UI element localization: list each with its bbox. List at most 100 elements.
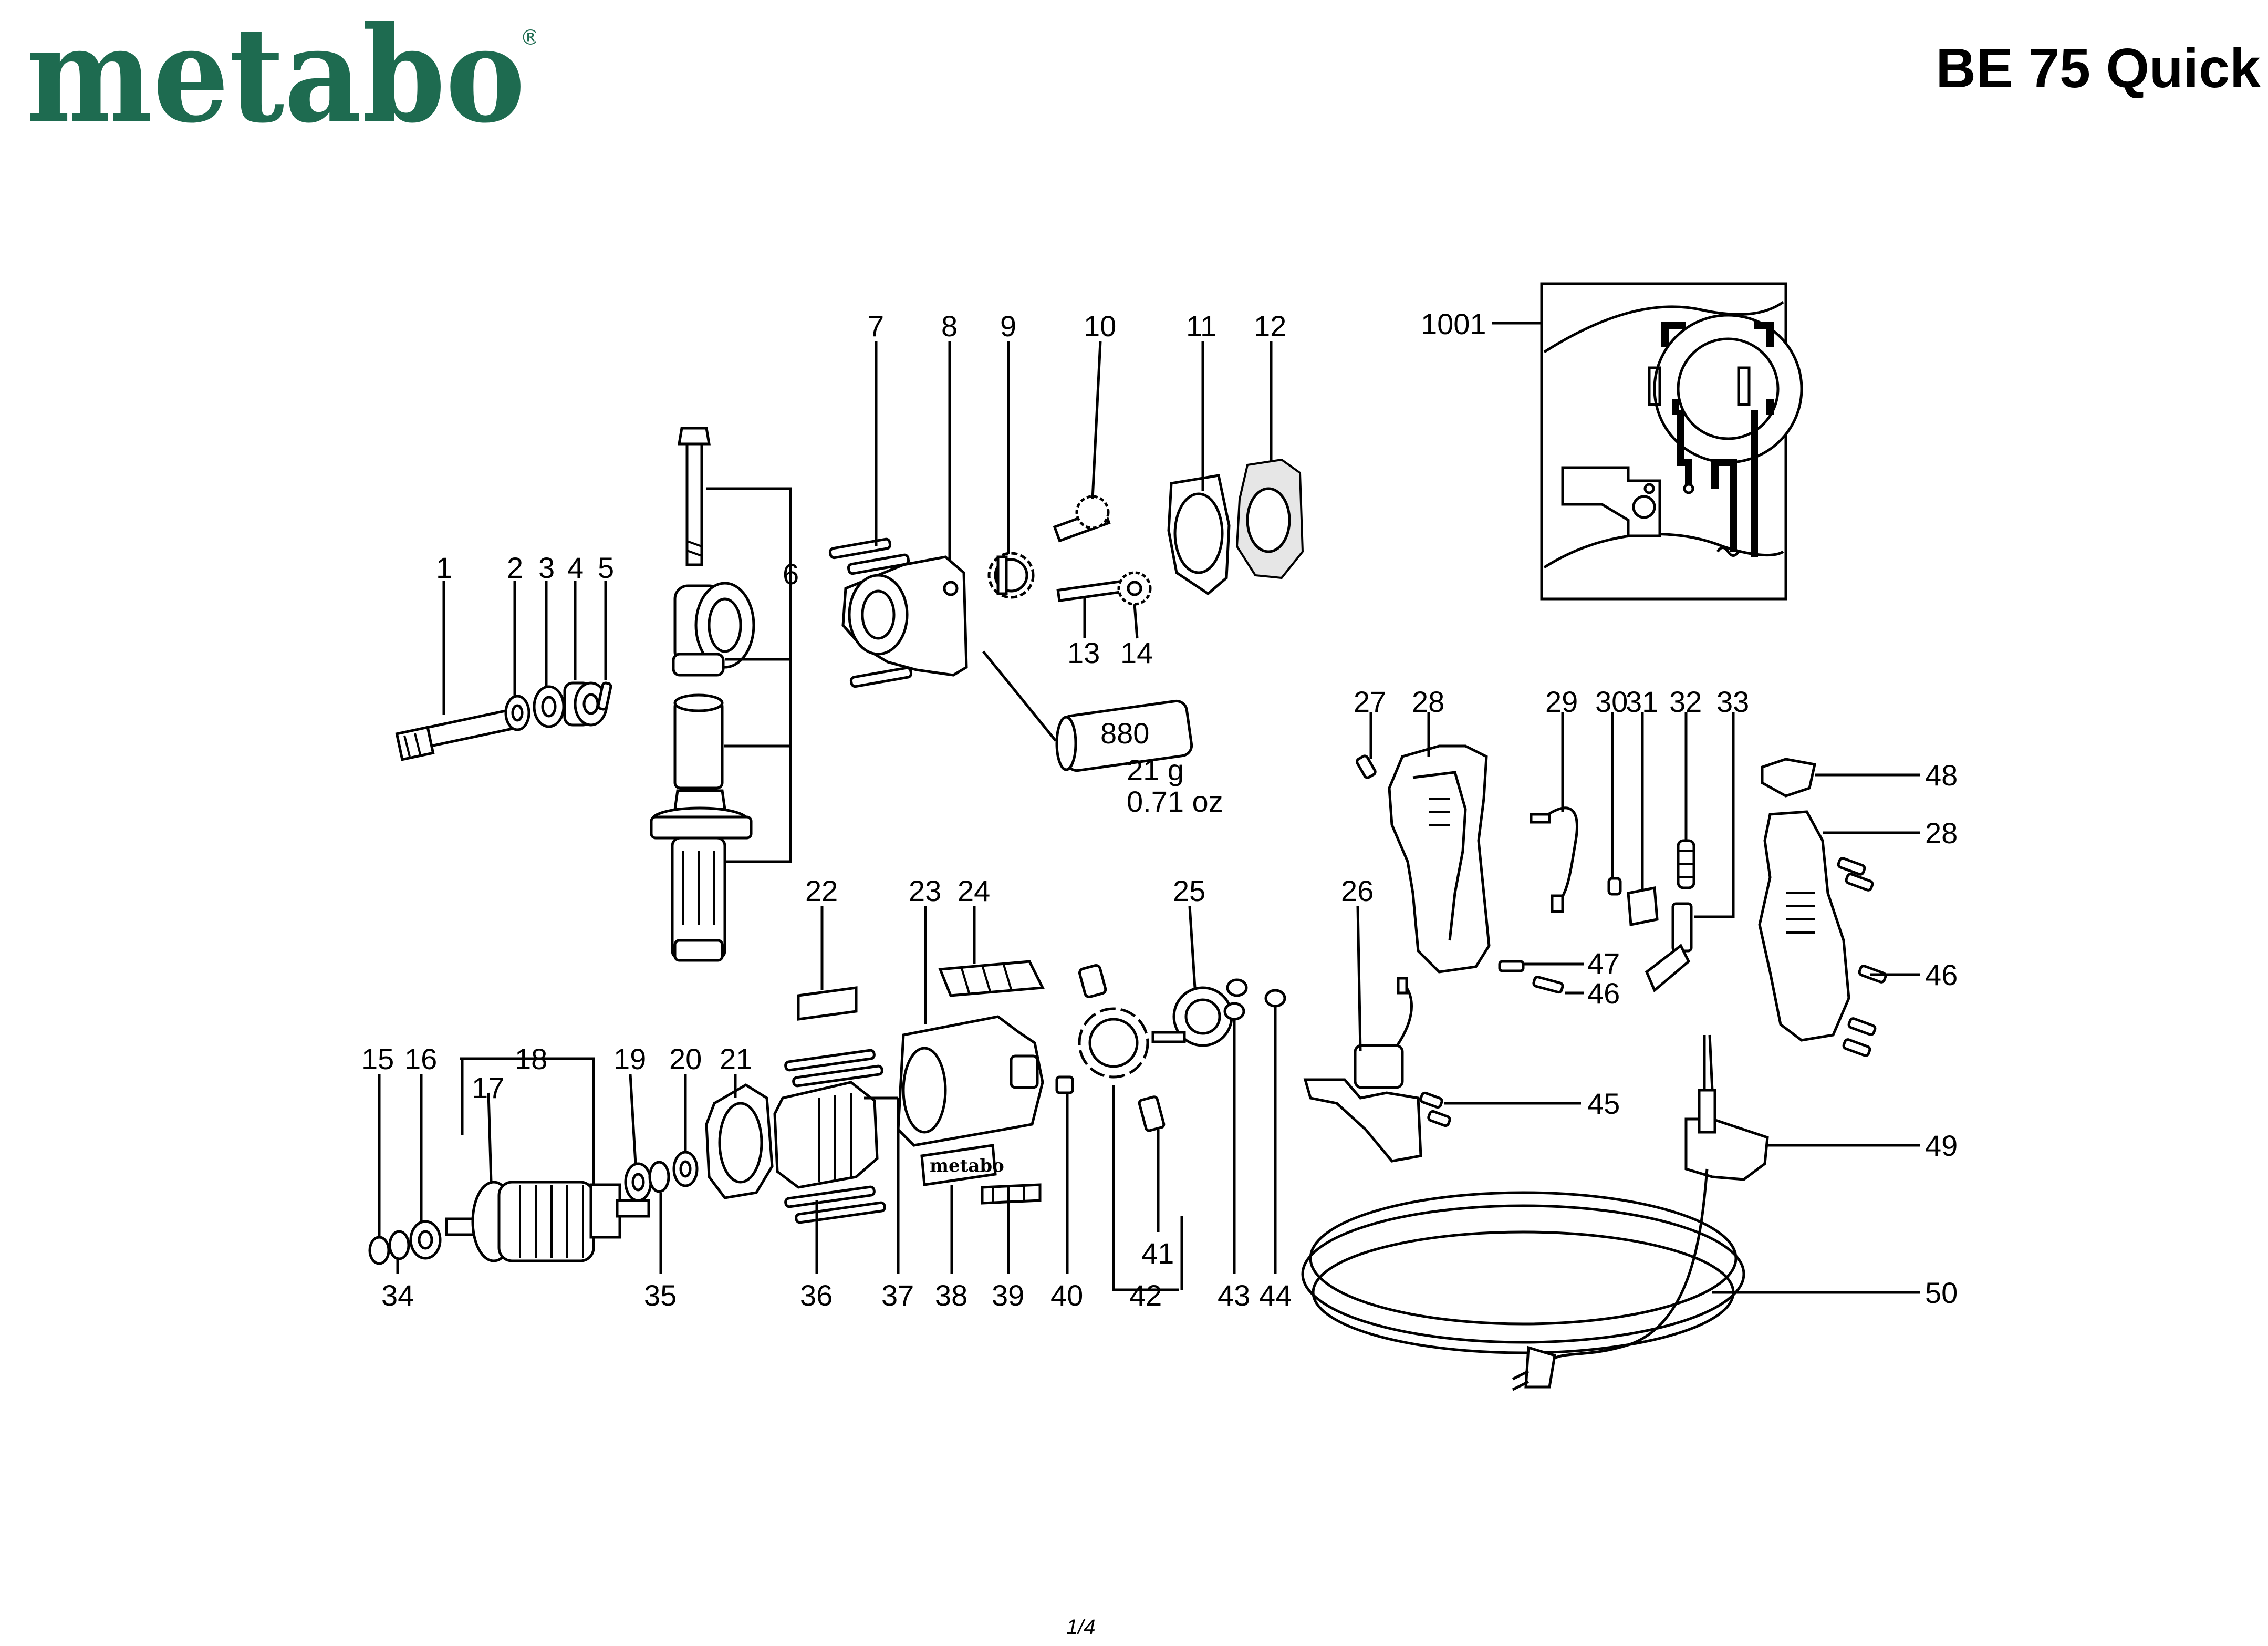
cable-part-29 — [1530, 806, 1578, 913]
handle-half-part-28b — [1758, 810, 1850, 1042]
label-part-22 — [797, 986, 858, 1021]
washer-part-3 — [533, 685, 565, 728]
side-handle-assembly — [650, 427, 755, 962]
label-11: 11 — [1186, 309, 1216, 343]
model-title: BE 75 Quick — [1936, 37, 2261, 99]
label-38: 38 — [935, 1279, 967, 1312]
label-39: 39 — [992, 1279, 1024, 1312]
motor-housing-part-23 — [897, 1015, 1044, 1147]
spring-part-32 — [1677, 839, 1695, 889]
label-12: 12 — [1254, 309, 1286, 343]
cover-part-48 — [1761, 758, 1817, 798]
brush-holder-part-33 — [1645, 902, 1693, 993]
label-1001: 1001 — [1421, 307, 1486, 340]
label-46b: 46 — [1925, 958, 1958, 991]
nut-part-15 — [368, 1236, 390, 1265]
label-44: 44 — [1259, 1279, 1292, 1312]
armature-part-17 — [445, 1181, 650, 1262]
label-21: 21 — [720, 1042, 752, 1075]
power-cord-part-50 — [1301, 1168, 1745, 1391]
bearing-part-16 — [409, 1220, 442, 1260]
bearing-plate-part-12 — [1235, 458, 1304, 579]
registered-mark-icon: ® — [520, 26, 536, 50]
label-20: 20 — [669, 1042, 702, 1075]
part-labels: 1 2 3 4 5 6 7 8 9 10 11 12 13 14 1001 15… — [361, 307, 1958, 1312]
key-part-5 — [597, 681, 612, 711]
bearing-part-19 — [624, 1162, 652, 1202]
screw-part-27 — [1356, 754, 1377, 779]
stator-part-37 — [773, 1081, 879, 1189]
label-part-24 — [938, 960, 1045, 997]
label-29: 29 — [1545, 685, 1578, 718]
label-27: 27 — [1354, 685, 1386, 718]
label-34: 34 — [381, 1279, 414, 1312]
brush-ring-part-42 — [1078, 1007, 1149, 1079]
label-6: 6 — [783, 557, 799, 591]
pinion-part-10 — [1053, 495, 1111, 543]
screws-part-36 — [784, 1049, 886, 1224]
label-5: 5 — [598, 551, 614, 584]
washer-part-2 — [504, 695, 530, 731]
grease-code: 880 — [1100, 717, 1149, 750]
screws-part-7 — [828, 537, 913, 688]
label-42: 42 — [1129, 1279, 1162, 1312]
label-43: 43 — [1218, 1279, 1250, 1312]
label-32: 32 — [1669, 685, 1702, 718]
grease-weight-oz: 0.71 oz — [1127, 785, 1223, 818]
spindle-part — [395, 707, 520, 761]
leader-lines — [378, 341, 1920, 1294]
label-3: 3 — [538, 551, 555, 584]
bracket-42 — [1112, 1085, 1179, 1291]
screw-part-44 — [1264, 989, 1286, 1008]
label-2: 2 — [507, 551, 523, 584]
bracket-6 — [706, 487, 792, 863]
label-1: 1 — [436, 551, 452, 584]
label-28a: 28 — [1412, 685, 1444, 718]
screw-pair-45 — [1419, 1091, 1451, 1127]
brush-holder-part-25 — [1151, 986, 1233, 1047]
shaft-part-13 — [1056, 579, 1123, 603]
label-22: 22 — [805, 874, 838, 907]
gear-part-9 — [987, 552, 1035, 599]
label-28b: 28 — [1925, 816, 1958, 850]
label-40: 40 — [1050, 1279, 1083, 1312]
label-19: 19 — [613, 1042, 646, 1075]
label-50: 50 — [1925, 1276, 1958, 1309]
washer-part-34 — [388, 1230, 410, 1260]
label-25: 25 — [1173, 874, 1205, 907]
label-33: 33 — [1716, 685, 1749, 718]
label-23: 23 — [909, 874, 941, 907]
clip-part-47 — [1498, 960, 1525, 972]
label-14: 14 — [1120, 636, 1153, 669]
label-13: 13 — [1067, 636, 1100, 669]
logo-wordmark: metabo — [26, 16, 525, 142]
bracket-part-31 — [1627, 886, 1659, 927]
clip-top-part-42 — [1078, 964, 1107, 998]
label-49: 49 — [1925, 1129, 1958, 1162]
label-7: 7 — [868, 309, 884, 343]
label-18: 18 — [515, 1042, 547, 1075]
label-24: 24 — [958, 874, 990, 907]
label-16: 16 — [404, 1042, 437, 1075]
label-9: 9 — [1000, 309, 1016, 343]
label-8: 8 — [941, 309, 958, 343]
gear-housing-part-8 — [841, 555, 968, 677]
label-36: 36 — [800, 1279, 833, 1312]
label-37: 37 — [881, 1279, 914, 1312]
leader-33 — [1694, 712, 1735, 918]
label-46a: 46 — [1587, 977, 1620, 1010]
screw-part-43 — [1223, 978, 1248, 1021]
grease-tube: 880 — [1055, 699, 1193, 772]
label-30: 30 — [1595, 685, 1628, 718]
label-17: 17 — [472, 1071, 504, 1104]
ring-part-20 — [672, 1151, 699, 1187]
grease-weight-g: 21 g — [1127, 753, 1184, 786]
label-15: 15 — [361, 1042, 394, 1075]
washer-part-35 — [648, 1161, 670, 1193]
label-48: 48 — [1925, 759, 1958, 792]
label-26: 26 — [1341, 874, 1374, 907]
label-10: 10 — [1084, 309, 1116, 343]
label-45: 45 — [1587, 1087, 1620, 1120]
wiring-diagram-1001 — [1540, 282, 1803, 601]
